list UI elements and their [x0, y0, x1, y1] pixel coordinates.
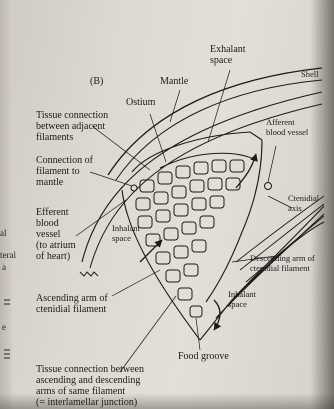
margin-fragment-1: al	[0, 228, 7, 238]
efferent-vessel-edge	[80, 272, 98, 276]
label-tissue-connection-adjacent: Tissue connection between adjacent filam…	[36, 110, 108, 143]
label-inhalant-space-upper: Inhalant space	[112, 224, 140, 243]
label-ostium: Ostium	[126, 97, 155, 108]
bottom-shadow	[0, 393, 334, 409]
label-inhalant-space-lower: Inhalant space	[228, 290, 256, 309]
margin-fragment-2: teral	[0, 250, 16, 260]
page-curl-shadow	[310, 0, 334, 409]
label-efferent-blood-vessel: Efferent blood vessel (to atrium of hear…	[36, 207, 76, 262]
label-mantle: Mantle	[160, 76, 188, 87]
figure-label: (B)	[90, 76, 103, 87]
label-connection-to-mantle: Connection of filament to mantle	[36, 155, 93, 188]
afferent-vessel-circle	[265, 183, 272, 190]
label-exhalant-space: Exhalant space	[210, 44, 246, 66]
label-afferent-blood-vessel: Afferent blood vessel	[266, 118, 308, 137]
leader-lines	[76, 70, 292, 372]
inhalant-arrow-upper	[140, 240, 162, 262]
margin-fragment-3: a	[2, 262, 6, 272]
margin-fragment-4: e	[2, 322, 6, 332]
label-descending-arm: Descending arm of ctenidial filament	[250, 254, 315, 273]
label-ascending-arm: Ascending arm of ctenidial filament	[36, 293, 108, 315]
label-food-groove: Food groove	[178, 351, 229, 362]
gill-filament-body	[122, 132, 324, 340]
